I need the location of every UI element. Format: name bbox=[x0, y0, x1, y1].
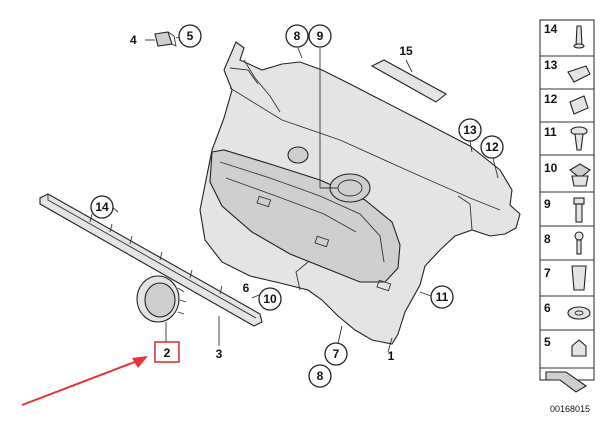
callout-1: 1 bbox=[388, 349, 395, 363]
legend-11: 11 bbox=[544, 125, 557, 139]
callout-9: 9 bbox=[317, 29, 324, 43]
callout-circle-10 bbox=[258, 287, 282, 311]
bracket-icon bbox=[545, 371, 588, 393]
callout-6: 6 bbox=[243, 281, 250, 295]
legend-8: 8 bbox=[544, 232, 551, 246]
diagram-code: 00168015 bbox=[550, 404, 590, 414]
leader-lines bbox=[111, 35, 499, 353]
callout-circle-8-top bbox=[285, 24, 309, 48]
spring-nut-icon bbox=[567, 306, 591, 320]
clip-cap-part bbox=[154, 31, 177, 47]
speaker-grille-part bbox=[136, 275, 187, 323]
highlight-box-2 bbox=[154, 341, 180, 363]
hex-nut-icon bbox=[571, 339, 587, 357]
callout-circle-7 bbox=[324, 342, 348, 366]
callout-labels: 4 5 8 9 15 13 12 14 6 10 11 7 8 1 3 2 bbox=[90, 24, 504, 388]
callout-5: 5 bbox=[187, 29, 194, 43]
callout-circle-12 bbox=[480, 135, 504, 159]
callout-circle-11 bbox=[430, 285, 454, 309]
callout-10: 10 bbox=[263, 292, 277, 306]
door-trim-panel bbox=[199, 41, 521, 345]
callout-2: 2 bbox=[164, 346, 171, 360]
legend-14: 14 bbox=[544, 22, 558, 36]
callout-circle-5 bbox=[178, 24, 202, 48]
legend-6: 6 bbox=[544, 301, 551, 315]
callout-circle-13 bbox=[458, 118, 482, 142]
clip-strip-icon bbox=[567, 65, 591, 83]
callout-circle-14 bbox=[90, 195, 114, 219]
foam-pad-part bbox=[370, 59, 447, 103]
bolt-icon bbox=[573, 197, 585, 205]
legend-12: 12 bbox=[544, 92, 558, 106]
arrow-head-icon bbox=[132, 356, 148, 368]
callout-12: 12 bbox=[485, 140, 499, 154]
legend-10: 10 bbox=[544, 161, 558, 175]
callout-13: 13 bbox=[463, 123, 477, 137]
sleeve-clip-icon bbox=[571, 265, 587, 291]
callout-15: 15 bbox=[399, 44, 413, 58]
hardware-legend: 14 13 12 11 10 9 8 7 6 5 bbox=[539, 19, 595, 393]
callout-7: 7 bbox=[333, 347, 340, 361]
legend-9: 9 bbox=[544, 197, 551, 211]
callout-8-top: 8 bbox=[294, 29, 301, 43]
callout-circle-9 bbox=[308, 24, 332, 48]
expansion-nut-icon bbox=[569, 163, 591, 179]
callout-11: 11 bbox=[436, 290, 449, 304]
legend-5: 5 bbox=[544, 335, 551, 349]
callout-circle-8-bottom bbox=[308, 364, 332, 388]
legend-7: 7 bbox=[544, 266, 551, 280]
trim-strip-part bbox=[39, 193, 263, 327]
callout-8-bottom: 8 bbox=[317, 369, 324, 383]
legend-13: 13 bbox=[544, 58, 558, 72]
screw-icon bbox=[574, 231, 584, 241]
push-pin-icon bbox=[575, 25, 583, 47]
callout-3: 3 bbox=[216, 347, 223, 361]
callout-14: 14 bbox=[95, 200, 109, 214]
red-pointer-arrow bbox=[21, 356, 148, 406]
callout-4: 4 bbox=[130, 33, 137, 47]
square-clip-icon bbox=[569, 95, 589, 115]
